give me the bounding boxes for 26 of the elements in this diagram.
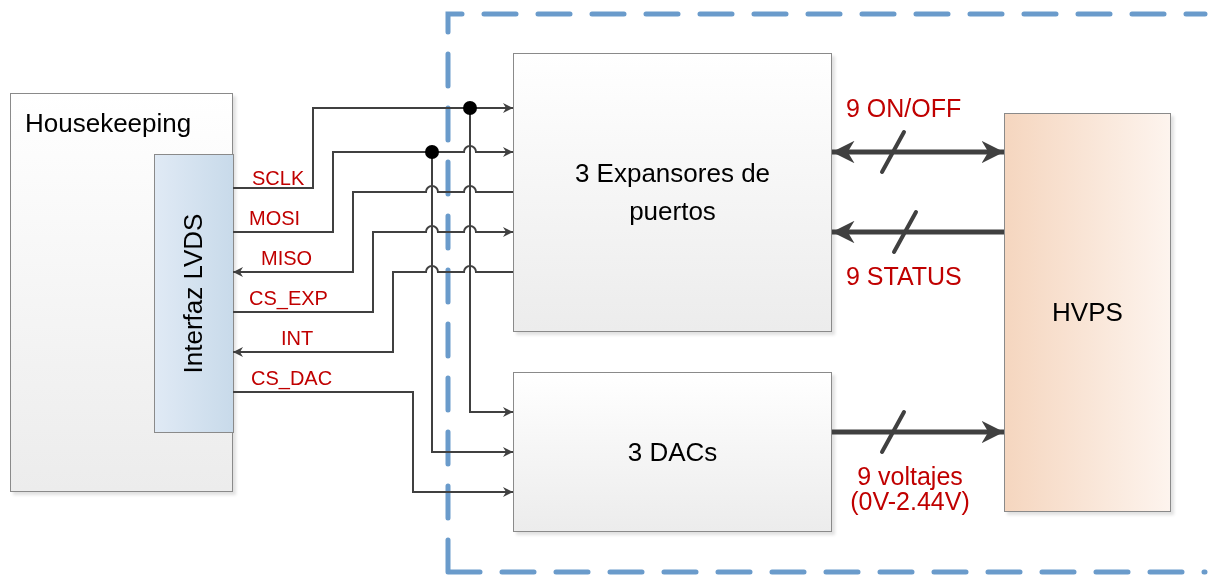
block-label: 3 DACs: [627, 435, 718, 469]
block-box: [513, 53, 832, 332]
edge-label: 9 ON/OFF: [846, 96, 963, 121]
edge-label: SCLK: [252, 168, 306, 188]
block-label: 3 Expansores de puertos: [573, 156, 772, 228]
block-label: HVPS: [1052, 296, 1123, 329]
signal-arrow: [232, 265, 514, 357]
edge-label: CS_EXP: [249, 288, 329, 308]
block-box: [154, 154, 234, 433]
signal-arrow: [832, 140, 1004, 164]
block-box: [10, 93, 233, 492]
block-box: [513, 372, 832, 532]
signal-arrow: [232, 185, 514, 277]
block-label: Housekeeping: [25, 107, 192, 140]
signal-arrow: [832, 220, 1004, 244]
edge-label: 9 voltajes (0V-2.44V): [849, 464, 971, 514]
signal-arrow: [232, 391, 514, 497]
signal-arrow: [832, 420, 1004, 444]
signal-arrow: [232, 225, 514, 313]
block-label: Interfaz LVDS: [177, 213, 210, 374]
edge-label: 9 STATUS: [846, 264, 963, 289]
edge-label: MISO: [261, 248, 314, 268]
block-box: [1004, 113, 1171, 512]
edge-label: INT: [281, 328, 315, 348]
edge-label: MOSI: [249, 208, 302, 228]
edge-label: CS_DAC: [251, 368, 334, 388]
